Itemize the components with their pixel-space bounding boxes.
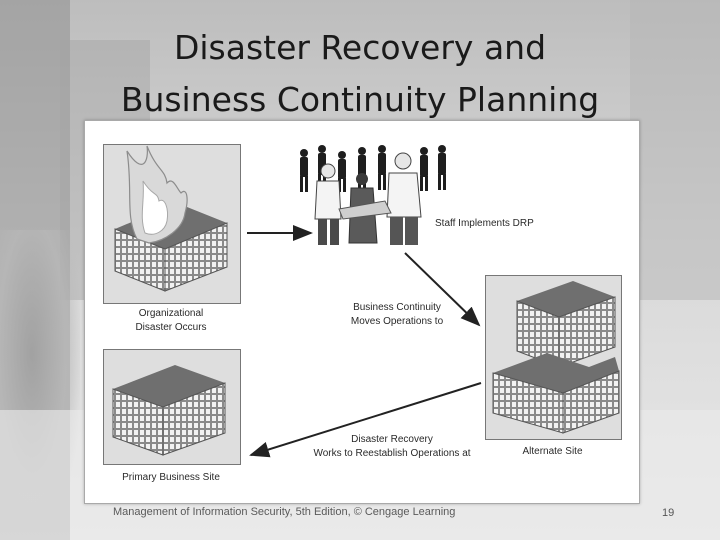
staff-label: Staff Implements DRP [435,218,534,229]
business-continuity-label-line-1: Business Continuity [353,302,441,313]
staff-group-icon [314,152,422,245]
disaster-label-line-2: Disaster Occurs [135,322,207,333]
slide-footer: Management of Information Security, 5th … [113,506,456,518]
slide-title-line-1: Disaster Recovery and [173,28,547,67]
disaster-label: Organizational Disaster Occurs [103,307,239,335]
arrow-to-primary-site [249,382,482,458]
slide-title-line-2: Business Continuity Planning [120,80,600,119]
business-continuity-label-line-2: Moves Operations to [350,316,444,327]
alternate-building-icon [492,281,620,434]
business-continuity-label: Business Continuity Moves Operations to [337,301,457,329]
diagram-artwork [112,145,620,458]
staff-silhouettes-icon [300,145,446,192]
background-building-right [630,0,720,300]
primary-site-label: Primary Business Site [122,472,220,483]
diagram-panel: Staff Implements DRP Organizational Disa… [84,120,640,504]
disaster-label-line-1: Organizational [138,308,204,319]
disaster-recovery-label-line-2: Works to Reestablish Operations at [313,448,471,459]
alternate-site-label: Alternate Site [522,446,583,457]
slide-title: Disaster Recovery and Business Continuit… [60,22,660,126]
fire-icon [126,145,188,244]
disaster-recovery-label-line-1: Disaster Recovery [351,434,433,445]
page-number: 19 [662,507,675,519]
disaster-recovery-label: Disaster Recovery Works to Reestablish O… [307,433,477,461]
primary-building-icon [112,365,226,456]
arrow-to-alternate-site [404,252,481,327]
